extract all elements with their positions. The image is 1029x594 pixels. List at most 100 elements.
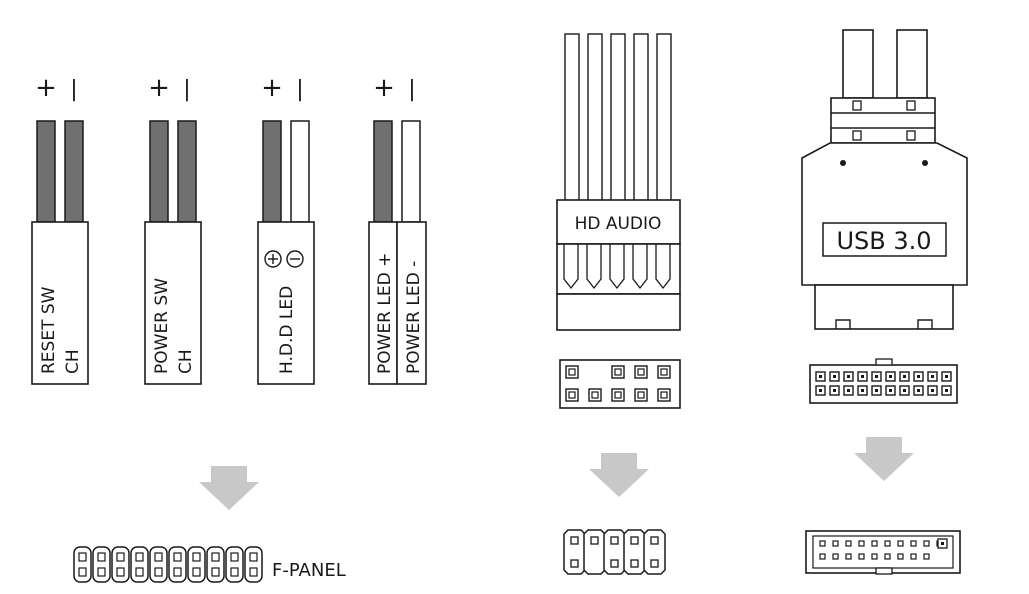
usb3-cable-right [896, 29, 928, 99]
usb3-board-pin [819, 540, 826, 547]
power-led-wire-plus [373, 120, 393, 223]
power-plug-body [144, 221, 202, 385]
hdd-wire-minus [290, 120, 310, 223]
usb3-cable-pin [899, 371, 910, 382]
hdd-led-connector: + | H.D.D LED [257, 73, 315, 385]
usb3-board-pin [845, 553, 852, 560]
usb3-cable-pin [913, 371, 924, 382]
reset-wire-minus [64, 120, 84, 223]
hdd-plus-circle-icon [264, 250, 282, 268]
usb3-arrow-icon [854, 437, 914, 481]
reset-plug-body [31, 221, 89, 385]
fpanel-header: F-PANEL [73, 546, 346, 583]
usb3-board-pin [832, 540, 839, 547]
usb3-cable-pin [829, 371, 840, 382]
usb3-plug-bottom [814, 284, 954, 330]
fpanel-pin-pair [187, 546, 206, 583]
hd-audio-arrow-icon [589, 453, 649, 497]
usb3-board-header [805, 530, 961, 575]
usb3-board-pin [897, 540, 904, 547]
fpanel-pin-pair [225, 546, 244, 583]
hdd-plug-body [257, 221, 315, 385]
usb3-cable-pin [927, 371, 938, 382]
fpanel-pin-pair [206, 546, 225, 583]
power-led-plus-sign: + [373, 73, 395, 103]
power-led-plus-label: POWER LED + [375, 253, 395, 374]
usb3-board-pin [858, 540, 865, 547]
power-plus-sign: + [148, 73, 170, 103]
hd-audio-label: HD AUDIO [575, 214, 662, 234]
usb3-label: USB 3.0 [836, 227, 931, 255]
reset-label-line1: RESET SW [39, 286, 59, 374]
fpanel-label: F-PANEL [272, 560, 346, 581]
usb3-cable-pin [857, 371, 868, 382]
usb3-board-pin [884, 553, 891, 560]
usb3-cable-pin [913, 385, 924, 396]
hd-audio-plug-bottom [556, 293, 681, 331]
usb3-cable-pin [829, 385, 840, 396]
power-label-line2: CH [176, 349, 196, 374]
usb3-board-pin [871, 540, 878, 547]
usb3-cable-pin [843, 385, 854, 396]
reset-wire-plus [36, 120, 56, 223]
hd-audio-wires [564, 33, 672, 205]
usb3-cable-pin [815, 385, 826, 396]
hd-audio-slots [563, 244, 671, 290]
power-label-line1: POWER SW [152, 278, 172, 374]
hdd-minus-sign: | [296, 77, 303, 102]
power-led-wire-minus [401, 120, 421, 223]
usb3-board-pin [923, 540, 930, 547]
fpanel-pin-pair [168, 546, 187, 583]
power-wire-minus [177, 120, 197, 223]
usb3-board-pin [923, 553, 930, 560]
usb3-cable-pin [871, 385, 882, 396]
fpanel-pin-pair [92, 546, 111, 583]
usb3-connector: USB 3.0 [801, 29, 968, 330]
usb3-cable-left [842, 29, 874, 99]
usb3-pin-header [809, 358, 958, 404]
usb3-board-pin [845, 540, 852, 547]
usb3-cable-pin [927, 385, 938, 396]
usb3-strain-relief [830, 97, 936, 144]
usb3-board-pin [884, 540, 891, 547]
hdd-wire-plus [262, 120, 282, 223]
usb3-cable-pin [899, 385, 910, 396]
usb3-board-pin-key [937, 538, 948, 549]
usb3-board-pin [897, 553, 904, 560]
usb3-board-pin [910, 540, 917, 547]
usb3-board-pin [910, 553, 917, 560]
reset-plus-sign: + [35, 73, 57, 103]
hdd-label: H.D.D LED [277, 286, 297, 374]
usb3-cable-pin [815, 371, 826, 382]
power-wire-plus [149, 120, 169, 223]
fpanel-pin-pair [130, 546, 149, 583]
power-led-plug-minus [396, 221, 427, 385]
fpanel-pin-pair [73, 546, 92, 583]
power-minus-sign: | [183, 77, 190, 102]
power-led-connector: + | POWER LED + POWER LED - [368, 73, 427, 385]
usb3-cable-pin [857, 385, 868, 396]
usb3-board-pin [832, 553, 839, 560]
power-led-minus-label: POWER LED - [404, 261, 424, 374]
usb3-cable-pin [843, 371, 854, 382]
reset-label-line2: CH [63, 349, 83, 374]
reset-minus-sign: | [70, 77, 77, 102]
fpanel-pin-pair [244, 546, 263, 583]
hd-audio-pin-header [559, 359, 681, 409]
hdd-plus-sign: + [261, 73, 283, 103]
usb3-cable-pin [871, 371, 882, 382]
hdd-minus-circle-icon [286, 250, 304, 268]
usb3-plug-body [801, 142, 968, 286]
usb3-label-frame [822, 222, 947, 257]
usb3-board-pin [819, 553, 826, 560]
hd-audio-connector: HD AUDIO [556, 33, 681, 331]
fpanel-pin-pair [149, 546, 168, 583]
fpanel-pin-pair [111, 546, 130, 583]
usb3-cable-pin [885, 385, 896, 396]
fpanel-arrow-icon [199, 466, 259, 510]
reset-sw-connector: + | RESET SW CH [31, 73, 89, 385]
usb3-board-pin [858, 553, 865, 560]
usb3-cable-pin [941, 371, 952, 382]
usb3-cable-pin [941, 385, 952, 396]
